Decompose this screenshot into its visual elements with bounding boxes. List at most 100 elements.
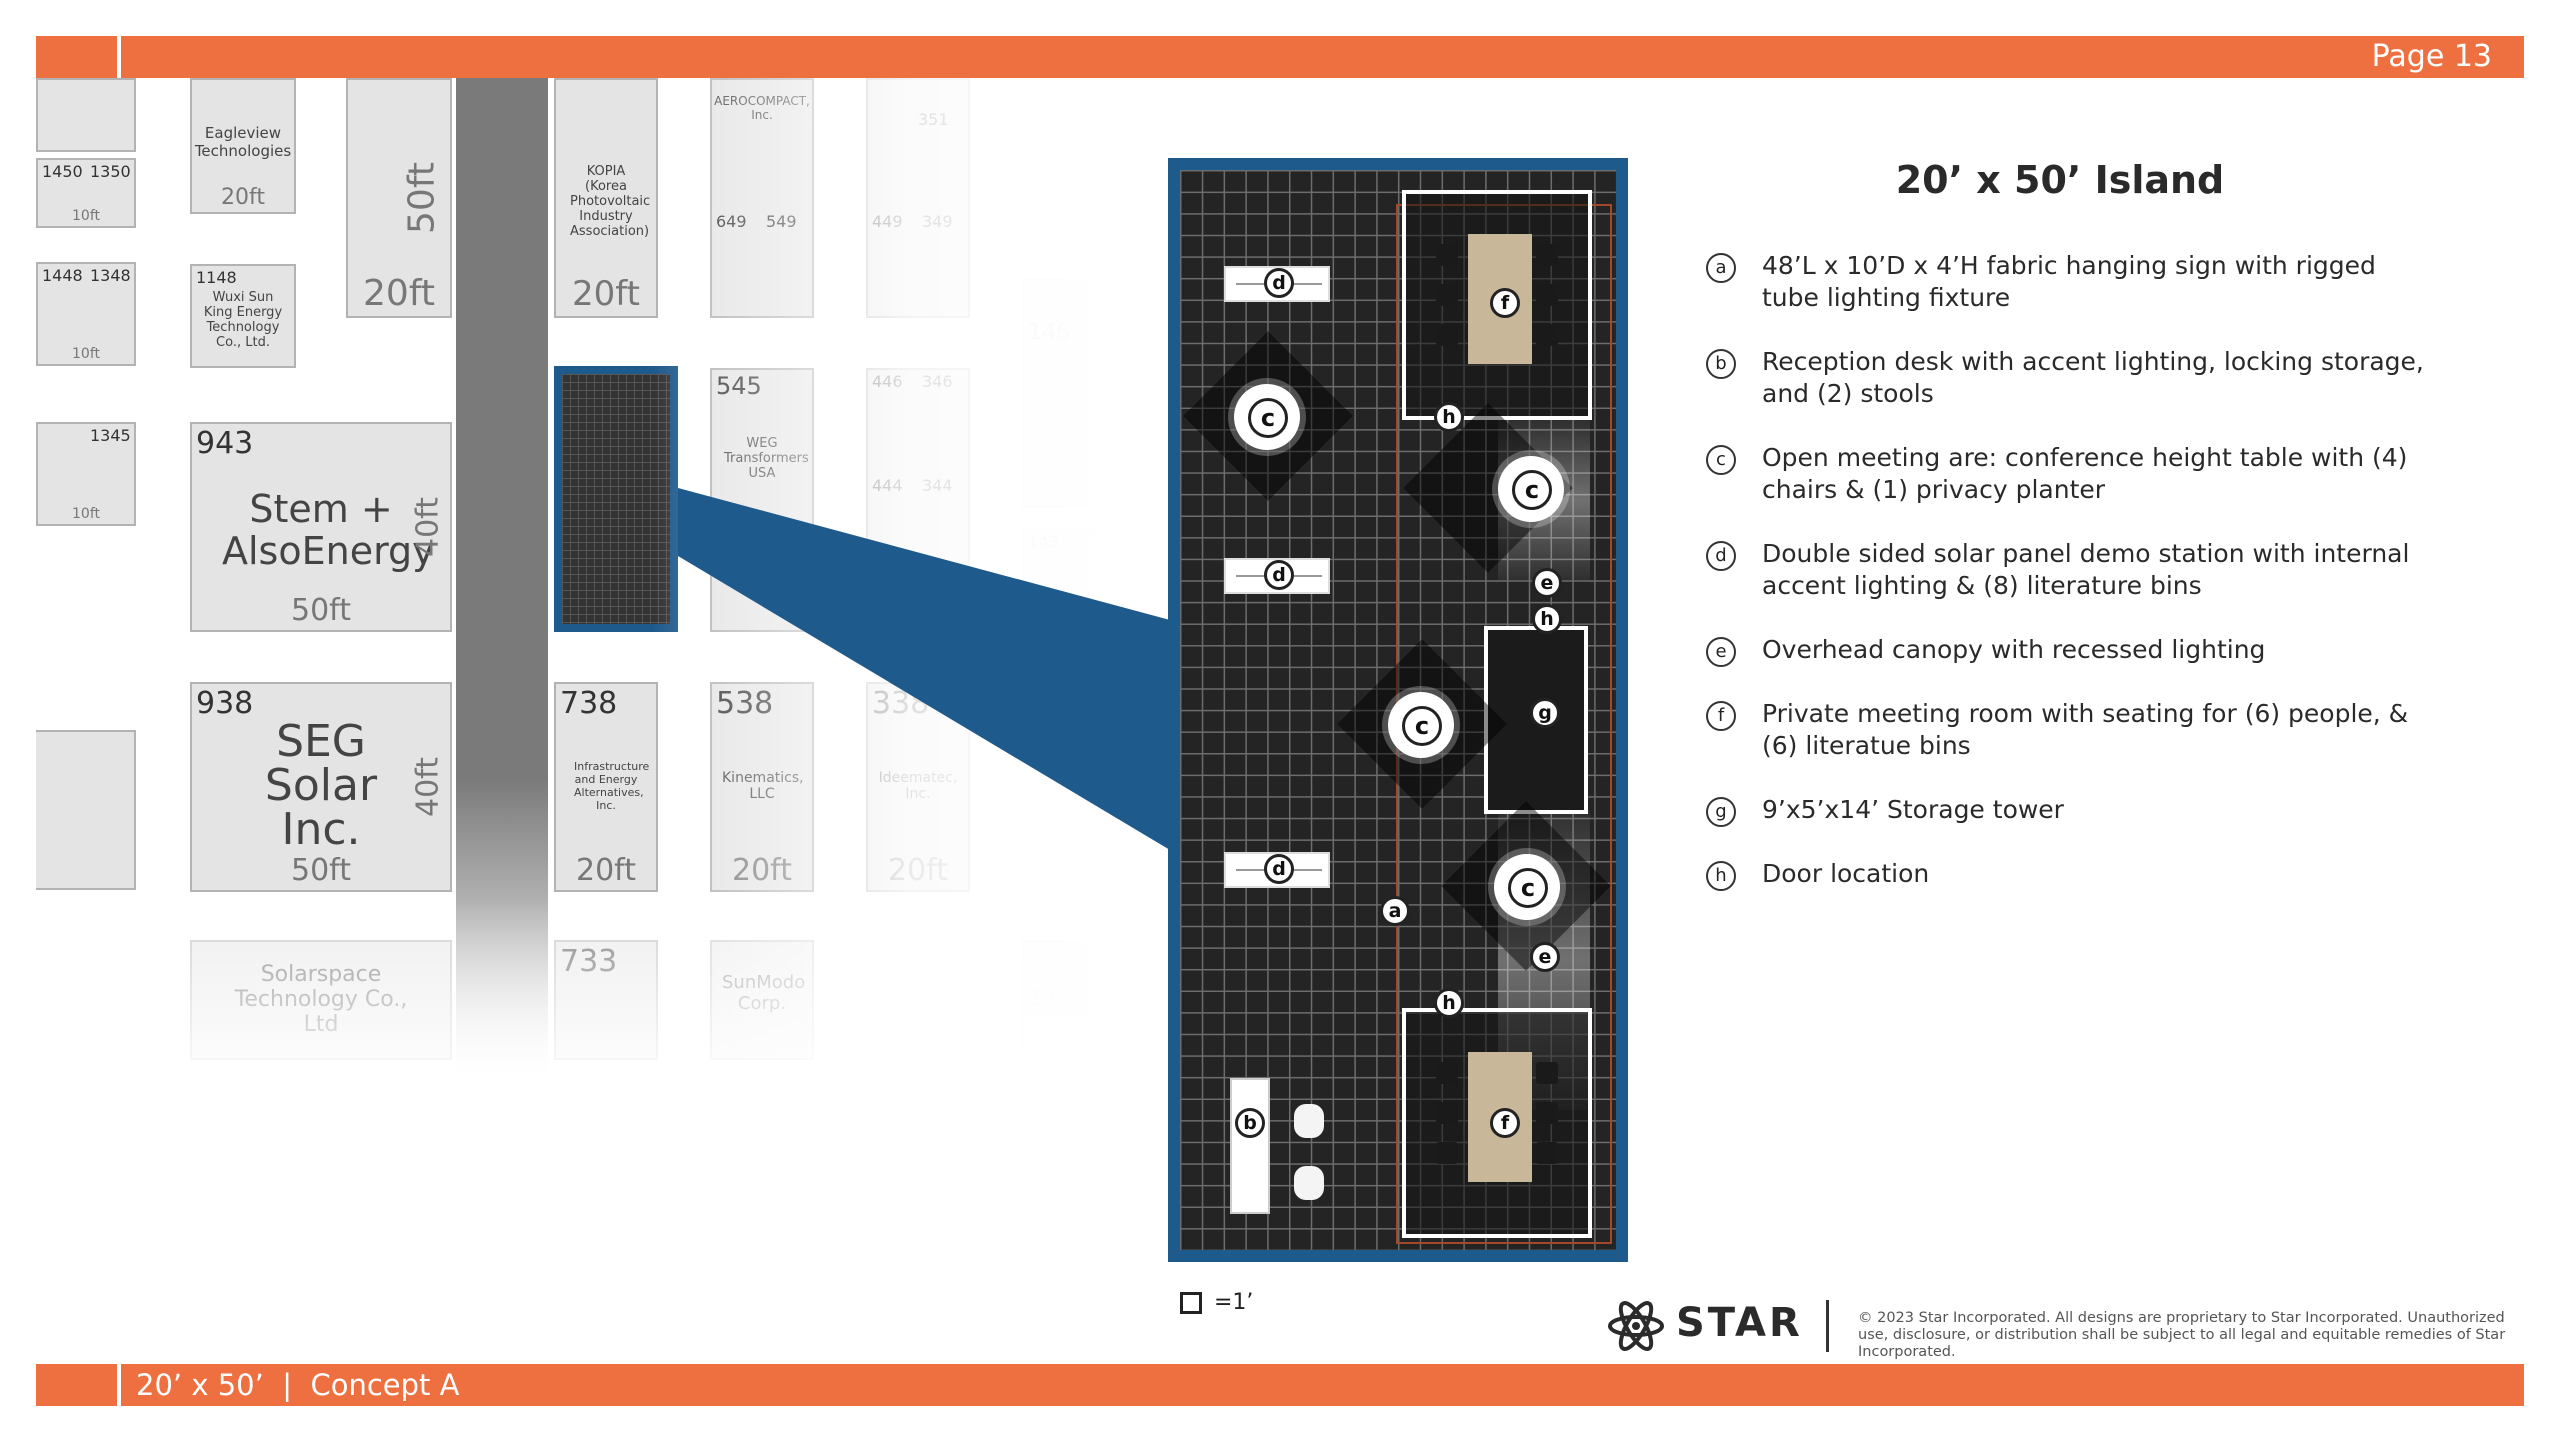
booth: 538 Kinematics, LLC 20ft	[710, 682, 814, 892]
legend-item: f Private meeting room with seating for (…	[1706, 698, 2426, 762]
footer-divider	[117, 1364, 121, 1406]
booth-number: 649	[716, 212, 747, 231]
booth-width: 20ft	[888, 853, 948, 888]
chair	[1536, 1062, 1558, 1084]
stool	[1294, 1166, 1324, 1200]
booth-number: 346	[922, 372, 953, 391]
booth: 20ft 50ft	[346, 78, 452, 318]
booth-height: 40ft	[410, 757, 446, 817]
booth-number: 1350	[90, 162, 131, 181]
booth: SunModo Corp.	[710, 940, 814, 1060]
booth: 943 Stem + AlsoEnergy 50ft 40ft	[190, 422, 452, 632]
booth-plan: d d d c c c c f f h h h e e g a b	[1168, 158, 1628, 1262]
booth-name: Eagleview Technologies	[194, 124, 292, 160]
legend-text: Reception desk with accent lighting, loc…	[1762, 347, 2424, 408]
highlighted-booth	[554, 366, 678, 632]
callout-c: c	[1512, 470, 1552, 510]
booth-width: 20ft	[221, 185, 265, 210]
booth-width: 20ft	[572, 274, 640, 314]
callout-b: b	[1235, 1108, 1265, 1138]
callout-d: d	[1264, 854, 1294, 884]
chair	[1436, 1102, 1458, 1124]
legend-text: 9’x5’x14’ Storage tower	[1762, 795, 2064, 824]
callout-d: d	[1264, 560, 1294, 590]
chair	[1436, 1062, 1458, 1084]
callout-h: h	[1532, 604, 1562, 634]
booth: 351 449 349	[866, 78, 970, 318]
booth: 1448 1348 10ft	[36, 262, 136, 366]
callout-e: e	[1532, 568, 1562, 598]
booth-number: 538	[716, 686, 774, 721]
booth-number: 738	[560, 686, 618, 721]
booth: 1345 10ft	[36, 422, 136, 526]
booth-height: 50ft	[401, 162, 443, 234]
callout-g: g	[1530, 698, 1560, 728]
booth-name: Infrastructure and Energy Alternatives, …	[574, 760, 650, 812]
booth: 338 Ideematec, Inc. 20ft	[866, 682, 970, 892]
booth-number: 733	[560, 944, 618, 979]
chair	[1436, 324, 1458, 346]
callout-f: f	[1490, 288, 1520, 318]
callout-c: c	[1508, 868, 1548, 908]
booth	[36, 730, 136, 890]
booth-name: Wuxi Sun King Energy Technology Co., Ltd…	[203, 290, 283, 350]
header-divider	[117, 36, 121, 78]
booth-number: 1148	[196, 268, 237, 287]
plan-floor: d d d c c c c f f h h h e e g a b	[1180, 170, 1616, 1250]
legend-text: Overhead canopy with recessed lighting	[1762, 635, 2266, 664]
legend-item: b Reception desk with accent lighting, lo…	[1706, 346, 2426, 410]
legend-badge: f	[1706, 701, 1736, 731]
booth: AEROCOMPACT, Inc. 649 549	[710, 78, 814, 318]
booth-number: 349	[922, 212, 953, 231]
footer-bar: 20’ x 50’ | Concept A	[36, 1364, 2524, 1406]
brand-name: STAR	[1676, 1300, 1803, 1346]
booth-width: 20ft	[732, 853, 792, 888]
booth: KOPIA (Korea Photovoltaic Industry Assoc…	[554, 78, 658, 318]
booth: 446 346 444 344	[866, 368, 970, 632]
booth: Solarspace Technology Co., Ltd	[190, 940, 452, 1060]
concept-label: 20’ x 50’ | Concept A	[136, 1368, 460, 1402]
legend-badge: h	[1706, 861, 1736, 891]
booth-name: SunModo Corp.	[722, 972, 806, 1014]
floor-map: 1450 1350 10ft 1448 1348 10ft 1345 10ft …	[36, 78, 1156, 1098]
booth: 738 Infrastructure and Energy Alternativ…	[554, 682, 658, 892]
legend-badge: c	[1706, 445, 1736, 475]
chair	[1536, 1102, 1558, 1124]
booth-name: Solarspace Technology Co., Ltd	[234, 962, 408, 1037]
legend-badge: a	[1706, 253, 1736, 283]
booth-number: 344	[922, 476, 953, 495]
booth-number: 338	[872, 686, 930, 721]
callout-f: f	[1490, 1108, 1520, 1138]
booth-number: 446	[872, 372, 903, 391]
callout-e: e	[1530, 942, 1560, 972]
booth-number: 938	[196, 686, 254, 721]
callout-h: h	[1434, 402, 1464, 432]
legend-title: 20’ x 50’ Island	[1895, 158, 2225, 202]
callout-c: c	[1248, 398, 1288, 438]
legend-badge: d	[1706, 541, 1736, 571]
booth-name: Ideematec, Inc.	[878, 770, 958, 802]
chair	[1436, 1142, 1458, 1164]
booth: 938 SEG Solar Inc. 50ft 40ft	[190, 682, 452, 892]
legend-badge: b	[1706, 349, 1736, 379]
booth-name: KOPIA (Korea Photovoltaic Industry Assoc…	[570, 164, 651, 239]
booth: Eagleview Technologies 20ft	[190, 78, 296, 214]
booth: 146	[1022, 278, 1126, 508]
brand-divider	[1826, 1300, 1829, 1352]
booth-number: 351	[918, 110, 949, 129]
legend-text: Double sided solar panel demo station wi…	[1762, 539, 2410, 600]
legend-text: Private meeting room with seating for (6…	[1762, 699, 2409, 760]
booth-width: 50ft	[291, 853, 351, 888]
booth-number: 545	[716, 372, 762, 400]
booth: 1148 Wuxi Sun King Energy Technology Co.…	[190, 264, 296, 368]
callout-d: d	[1264, 268, 1294, 298]
chair	[1436, 284, 1458, 306]
scale-square-icon	[1180, 1292, 1202, 1314]
booth-width: 20ft	[576, 853, 636, 888]
booth: 133	[1022, 940, 1126, 1060]
booth-number: 143	[1028, 532, 1059, 551]
